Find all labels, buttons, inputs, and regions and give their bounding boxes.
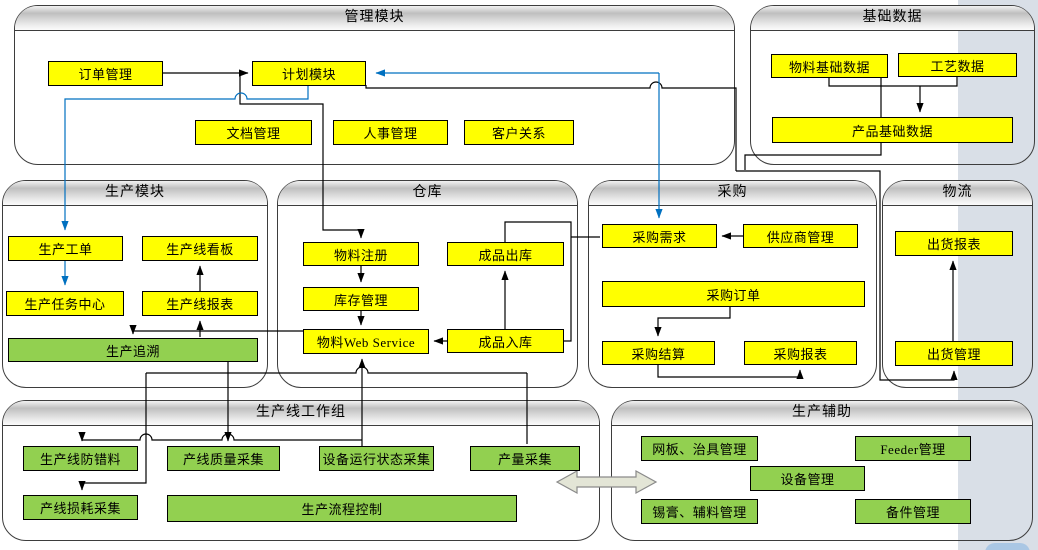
- box-task-center: 生产任务中心: [6, 291, 124, 316]
- box-feeder-management: Feeder管理: [855, 436, 971, 461]
- background-side-band: [958, 0, 1038, 550]
- box-supplier-management: 供应商管理: [743, 224, 858, 248]
- box-material-register: 物料注册: [303, 242, 419, 266]
- container-lineworkgroup-title: 生产线工作组: [3, 401, 599, 426]
- box-process-data: 工艺数据: [898, 53, 1017, 77]
- box-line-quality-collection: 产线质量采集: [167, 446, 280, 471]
- box-finished-goods-in: 成品入库: [447, 329, 564, 353]
- container-purchase-title: 采购: [589, 181, 876, 206]
- box-document-management: 文档管理: [195, 120, 312, 145]
- box-equipment-status-collection: 设备运行状态采集: [319, 446, 434, 471]
- container-management: 管理模块: [14, 5, 735, 165]
- box-purchase-demand: 采购需求: [602, 224, 717, 248]
- container-warehouse: 仓库: [277, 180, 578, 388]
- box-material-basedata: 物料基础数据: [771, 54, 888, 78]
- bottom-right-decoration: [985, 543, 1030, 550]
- box-customer-relations: 客户关系: [464, 120, 574, 145]
- box-line-error-proofing: 生产线防错料: [23, 446, 138, 471]
- box-solder-paste-management: 锡膏、辅料管理: [641, 499, 758, 524]
- container-logistics-title: 物流: [883, 181, 1032, 206]
- box-material-webservice: 物料Web Service: [303, 329, 429, 354]
- container-auxiliary: 生产辅助: [611, 400, 1033, 541]
- box-stencil-fixture-management: 网板、治具管理: [641, 436, 758, 461]
- box-inventory-management: 库存管理: [303, 287, 419, 311]
- box-purchase-settlement: 采购结算: [602, 341, 715, 365]
- box-order-management: 订单管理: [48, 61, 163, 86]
- box-spare-parts-management: 备件管理: [855, 499, 971, 524]
- container-management-title: 管理模块: [15, 6, 734, 31]
- box-product-basedata: 产品基础数据: [772, 117, 1013, 143]
- box-hr-management: 人事管理: [333, 120, 448, 145]
- box-purchase-report: 采购报表: [744, 341, 857, 365]
- box-line-report: 生产线报表: [142, 291, 258, 316]
- box-production-trace: 生产追溯: [8, 338, 258, 362]
- box-line-loss-collection: 产线损耗采集: [23, 495, 138, 520]
- box-shipment-management: 出货管理: [895, 341, 1013, 366]
- container-auxiliary-title: 生产辅助: [612, 401, 1032, 426]
- box-equipment-management: 设备管理: [750, 466, 865, 491]
- container-basedata-title: 基础数据: [751, 6, 1034, 31]
- box-work-order: 生产工单: [8, 236, 123, 261]
- box-purchase-order: 采购订单: [602, 281, 865, 307]
- container-basedata: 基础数据: [750, 5, 1035, 165]
- box-output-collection: 产量采集: [470, 446, 580, 471]
- box-finished-goods-out: 成品出库: [447, 242, 564, 266]
- box-plan-module: 计划模块: [252, 61, 366, 86]
- box-production-flow-control: 生产流程控制: [167, 495, 517, 522]
- box-shipment-report: 出货报表: [895, 231, 1013, 256]
- box-line-kanban: 生产线看板: [142, 236, 258, 261]
- container-production-title: 生产模块: [3, 181, 267, 206]
- container-warehouse-title: 仓库: [278, 181, 577, 206]
